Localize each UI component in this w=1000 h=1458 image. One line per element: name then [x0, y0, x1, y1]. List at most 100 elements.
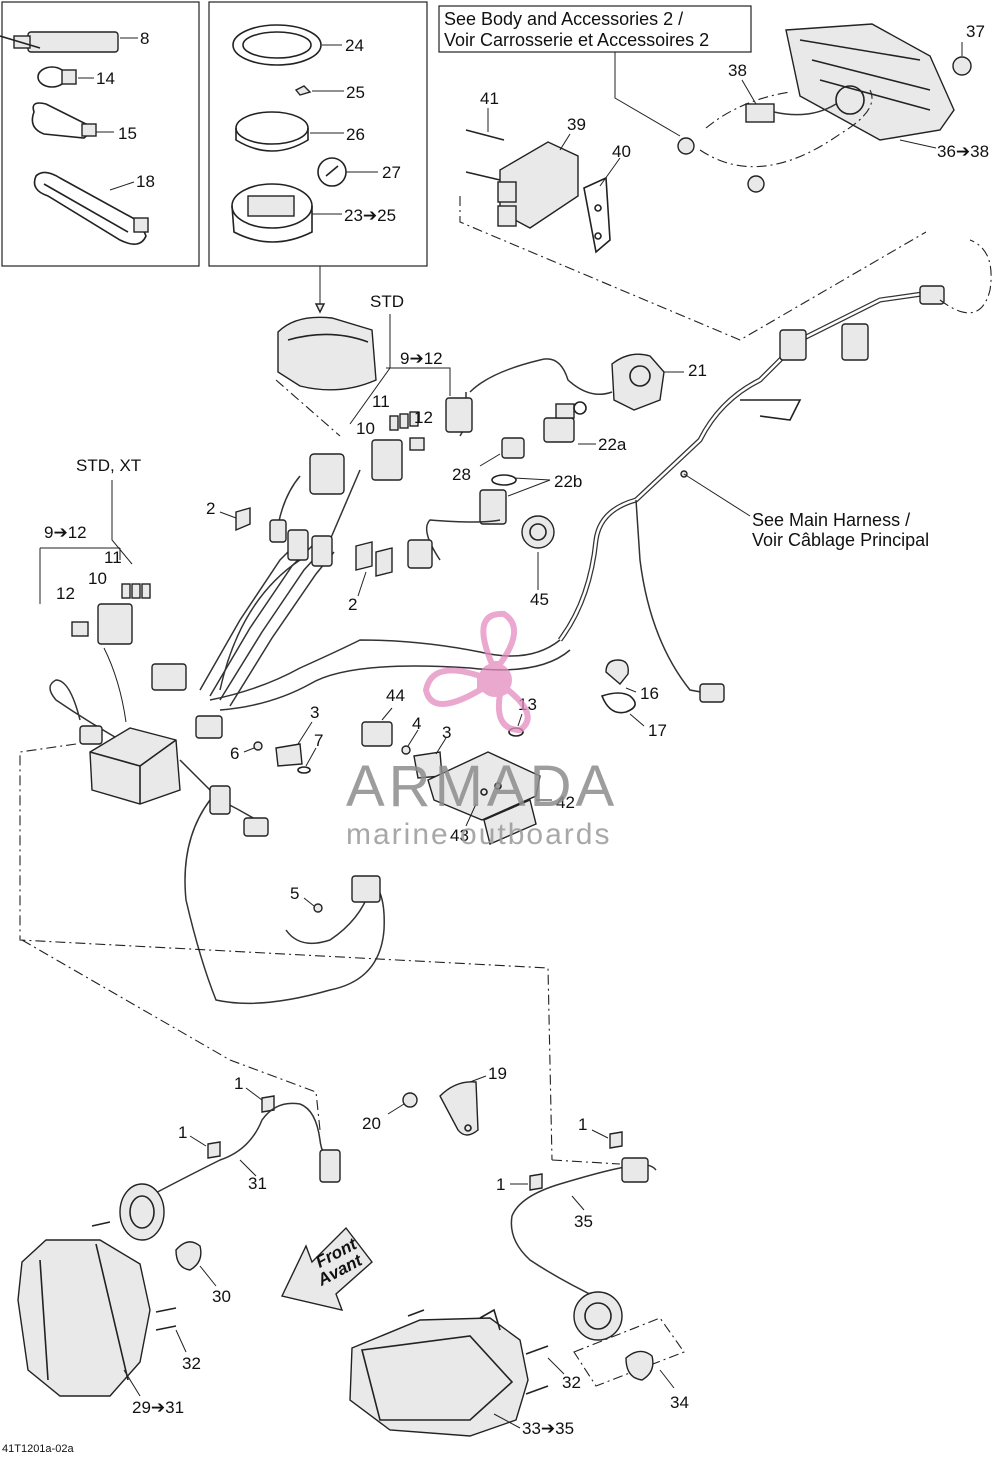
callout-33-35: 33➔35	[522, 1419, 574, 1438]
headlight-housing-left	[17, 1239, 151, 1397]
callout-18: 18	[136, 172, 155, 191]
module-assembly: 41 39 40	[465, 89, 631, 254]
callout-32-left: 32	[182, 1354, 201, 1373]
propeller-logo	[422, 610, 531, 734]
headlight-socket-left	[119, 1183, 165, 1241]
callout-21: 21	[688, 361, 707, 380]
gauge-body-part	[231, 183, 342, 243]
tail-socket-part	[745, 103, 775, 123]
note-harness-line2: Voir Câblage Principal	[752, 530, 929, 550]
fuse-box-part	[19, 725, 553, 1161]
callout-14: 14	[96, 69, 115, 88]
brackets-assembly: 44 4 3 42 43 13 3 6 7 5	[230, 686, 575, 913]
connector-10-std	[371, 439, 403, 481]
screw-part	[294, 85, 312, 96]
main-harness	[49, 239, 992, 1005]
callout-28: 28	[452, 465, 471, 484]
callout-30: 30	[212, 1287, 231, 1306]
callout-20: 20	[362, 1114, 381, 1133]
small-clamp-part	[37, 66, 94, 88]
callout-23-25: 23➔25	[344, 206, 396, 225]
callout-3-right: 3	[442, 723, 451, 742]
callout-5: 5	[290, 884, 299, 903]
callout-1-b: 1	[178, 1123, 187, 1142]
callout-19: 19	[488, 1064, 507, 1083]
bracket-19-20: 19 20	[362, 1064, 507, 1136]
callout-2-left: 2	[206, 499, 215, 518]
ignition-assembly: 21 22a 28 22b 45	[452, 353, 707, 609]
clips-16-17: 16 17	[600, 659, 667, 740]
callout-32-right: 32	[562, 1373, 581, 1392]
std-gauge-assembly: STD 9➔12 11 12 10	[275, 292, 451, 481]
callout-27: 27	[382, 163, 401, 182]
callout-35: 35	[574, 1212, 593, 1231]
front-arrow: Front Avant	[280, 1226, 373, 1311]
callout-37: 37	[966, 22, 985, 41]
switch-28-part	[501, 437, 525, 459]
callout-11-std: 11	[372, 392, 390, 411]
callout-31: 31	[248, 1174, 267, 1193]
callout-1-a: 1	[234, 1074, 243, 1093]
label-std: STD	[370, 292, 404, 311]
bulb-30-part	[175, 1241, 202, 1271]
callout-10-std: 10	[356, 419, 375, 438]
callout-6: 6	[230, 744, 239, 763]
callout-12-std: 12	[414, 408, 433, 427]
callout-36-38: 36➔38	[937, 142, 989, 161]
large-strap-part	[33, 171, 149, 245]
callout-12-xt: 12	[56, 584, 75, 603]
callout-1-c: 1	[578, 1115, 587, 1134]
watermark-brand: ARMADA	[346, 754, 618, 819]
callout-43: 43	[450, 826, 469, 845]
medium-clamp-part	[31, 102, 114, 139]
callout-9-12-std: 9➔12	[400, 349, 443, 368]
callout-41: 41	[480, 89, 499, 108]
note-main-harness: See Main Harness / Voir Câblage Principa…	[752, 510, 929, 550]
connector-10-xt	[97, 603, 133, 645]
callout-9-12-xt: 9➔12	[44, 523, 87, 542]
callout-39: 39	[567, 115, 586, 134]
callout-24: 24	[345, 36, 364, 55]
left-headlight-assembly: 1 1 31 30 32 29➔31	[17, 1074, 341, 1417]
callout-25: 25	[346, 83, 365, 102]
callout-15: 15	[118, 124, 137, 143]
armada-watermark: ARMADA marine outboards	[346, 610, 618, 851]
callout-8: 8	[140, 29, 149, 48]
callout-3-left: 3	[310, 703, 319, 722]
right-headlight-assembly: 1 1 35 34 32 33➔35	[349, 1115, 689, 1438]
tail-bulb-part	[952, 56, 972, 76]
callout-11-xt: 11	[104, 548, 122, 567]
drawing-code: 41T1201a-02a	[2, 1443, 74, 1455]
switch-22a-part	[543, 417, 575, 443]
label-std-xt: STD, XT	[76, 456, 141, 475]
inset-accessories: 8 14 15 18	[0, 1, 200, 267]
callout-22a: 22a	[598, 435, 627, 454]
callout-17: 17	[648, 721, 667, 740]
note-body-accessories: See Body and Accessories 2 / Voir Carros…	[438, 5, 752, 137]
switch-22b-part	[479, 489, 507, 525]
callout-1-d: 1	[496, 1175, 505, 1194]
std-xt-kit: STD, XT 9➔12 11 10 12	[39, 456, 151, 723]
plug-44-part	[361, 721, 393, 747]
gauge-bezel-part	[232, 24, 322, 66]
note-harness-line1: See Main Harness /	[752, 510, 910, 530]
inset-gauge: 24 25 26 27 23➔25	[208, 1, 428, 267]
note-body-line1: See Body and Accessories 2 /	[444, 9, 683, 29]
callout-10-xt: 10	[88, 569, 107, 588]
headlight-housing-right	[349, 1317, 529, 1437]
clips-2: 2 2	[206, 499, 393, 614]
callout-42: 42	[556, 793, 575, 812]
callout-38: 38	[728, 61, 747, 80]
callout-4: 4	[412, 714, 421, 733]
socket-45-part	[521, 515, 555, 549]
grease-tube-part	[0, 31, 138, 53]
note-body-line2: Voir Carrosserie et Accessoires 2	[444, 30, 709, 50]
tail-light-assembly: 37 38 36➔38	[677, 22, 989, 193]
headlight-socket-right	[573, 1291, 623, 1341]
callout-2-right: 2	[348, 595, 357, 614]
callout-22b: 22b	[554, 472, 582, 491]
callout-29-31: 29➔31	[132, 1398, 184, 1417]
callout-40: 40	[612, 142, 631, 161]
callout-45: 45	[530, 590, 549, 609]
bulb-34-part	[625, 1350, 654, 1381]
